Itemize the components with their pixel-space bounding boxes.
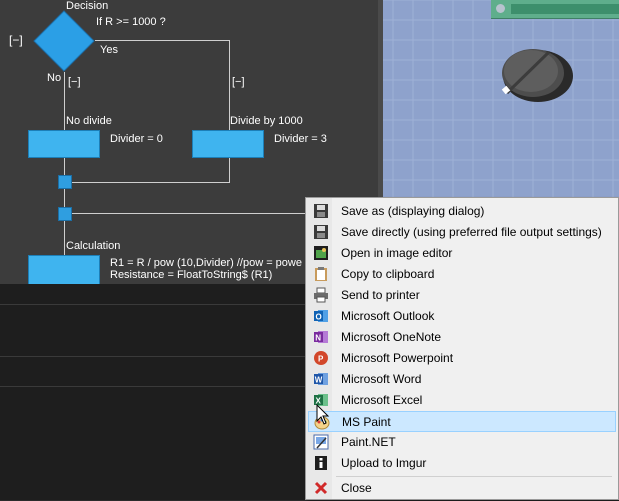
decision-condition: If R >= 1000 ? <box>96 16 166 28</box>
loop-line-h <box>72 213 378 214</box>
menu-item-label: Microsoft Outlook <box>341 309 435 323</box>
printer-icon <box>313 287 329 303</box>
no-branch-title: No divide <box>66 115 112 127</box>
floppy-icon <box>313 224 329 240</box>
calculation-line-2: Resistance = FloatToString$ (R1) <box>110 269 273 281</box>
menu-item-save-as[interactable]: Save as (displaying dialog) <box>308 201 616 222</box>
merge-connector[interactable] <box>58 175 72 189</box>
calculation-line-1: R1 = R / pow (10,Divider) //pow = powe <box>110 257 302 269</box>
menu-item-upload-imgur[interactable]: Upload to Imgur <box>308 453 616 474</box>
imgur-icon <box>313 455 329 471</box>
menu-item-onenote[interactable]: N Microsoft OneNote <box>308 327 616 348</box>
menu-item-open-image-editor[interactable]: Open in image editor <box>308 243 616 264</box>
merge-line-right <box>229 157 230 183</box>
floppy-icon <box>313 203 329 219</box>
calculation-box[interactable] <box>28 255 100 284</box>
onenote-icon: N <box>313 329 329 345</box>
no-branch-statement: Divider = 0 <box>110 133 163 145</box>
menu-item-close[interactable]: Close <box>308 478 616 499</box>
no-label: No <box>47 72 62 84</box>
yes-label: Yes <box>100 44 118 56</box>
svg-text:P: P <box>318 355 324 364</box>
pane-splitter[interactable] <box>378 0 383 284</box>
yes-branch-box[interactable] <box>192 130 264 158</box>
menu-item-label: Paint.NET <box>341 435 396 449</box>
collapse-no-toggle[interactable]: [−] <box>68 76 81 88</box>
decision-diamond[interactable] <box>33 10 95 72</box>
mouse-cursor-icon <box>316 403 330 426</box>
pcb-trace <box>511 4 619 14</box>
merge-line-left <box>64 157 65 182</box>
collapse-decision-toggle[interactable]: [−] <box>9 33 23 47</box>
yes-branch-line-v <box>229 40 230 130</box>
yes-branch-line-h <box>95 40 229 41</box>
menu-item-label: Close <box>341 481 372 495</box>
yes-branch-statement: Divider = 3 <box>274 133 327 145</box>
collapse-yes-toggle[interactable]: [−] <box>232 76 245 88</box>
powerpoint-icon: P <box>313 350 329 366</box>
menu-item-ms-paint[interactable]: MS Paint <box>308 411 616 432</box>
menu-item-label: Microsoft Powerpoint <box>341 351 454 365</box>
image-editor-icon <box>313 245 329 261</box>
decision-title: Decision <box>66 0 109 12</box>
svg-text:N: N <box>315 334 321 343</box>
no-branch-line-v <box>64 72 65 130</box>
potentiometer-knob[interactable] <box>493 46 577 106</box>
close-icon <box>313 480 329 496</box>
calculation-title: Calculation <box>66 240 121 252</box>
menu-item-excel[interactable]: X Microsoft Excel <box>308 390 616 411</box>
yes-branch-title: Divide by 1000 <box>230 115 303 127</box>
menu-item-label: Microsoft Word <box>341 372 422 386</box>
menu-item-save-directly[interactable]: Save directly (using preferred file outp… <box>308 222 616 243</box>
outlook-icon: O <box>313 308 329 324</box>
menu-item-label: Send to printer <box>341 288 420 302</box>
paintnet-icon <box>313 434 329 450</box>
export-context-menu[interactable]: Save as (displaying dialog) Save directl… <box>305 197 619 500</box>
pcb-mount-hole <box>496 4 505 13</box>
svg-text:W: W <box>315 376 323 385</box>
menu-item-label: Save directly (using preferred file outp… <box>341 225 602 239</box>
flowchart-canvas[interactable]: Decision If R >= 1000 ? [−] Yes No [−] [… <box>0 0 378 284</box>
menu-item-send-printer[interactable]: Send to printer <box>308 285 616 306</box>
flow-line-calc <box>64 221 65 255</box>
menu-item-label: MS Paint <box>342 415 391 429</box>
svg-text:O: O <box>316 313 322 322</box>
pcb-board <box>491 0 619 19</box>
menu-item-label: Upload to Imgur <box>341 456 427 470</box>
merge-line-h <box>72 182 230 183</box>
menu-separator <box>336 476 612 477</box>
menu-item-label: Copy to clipboard <box>341 267 435 281</box>
excel-icon: X <box>313 392 329 408</box>
menu-item-paint-net[interactable]: Paint.NET <box>308 432 616 453</box>
menu-item-label: Microsoft OneNote <box>341 330 442 344</box>
menu-item-label: Save as (displaying dialog) <box>341 204 485 218</box>
word-icon: W <box>313 371 329 387</box>
menu-item-outlook[interactable]: O Microsoft Outlook <box>308 306 616 327</box>
menu-item-label: Microsoft Excel <box>341 393 423 407</box>
menu-item-powerpoint[interactable]: P Microsoft Powerpoint <box>308 348 616 369</box>
svg-text:X: X <box>316 397 322 406</box>
loop-connector[interactable] <box>58 207 72 221</box>
menu-item-label: Open in image editor <box>341 246 453 260</box>
no-branch-box[interactable] <box>28 130 100 158</box>
menu-item-word[interactable]: W Microsoft Word <box>308 369 616 390</box>
clipboard-icon <box>313 266 329 282</box>
flow-line-down <box>64 189 65 209</box>
menu-item-copy-clipboard[interactable]: Copy to clipboard <box>308 264 616 285</box>
